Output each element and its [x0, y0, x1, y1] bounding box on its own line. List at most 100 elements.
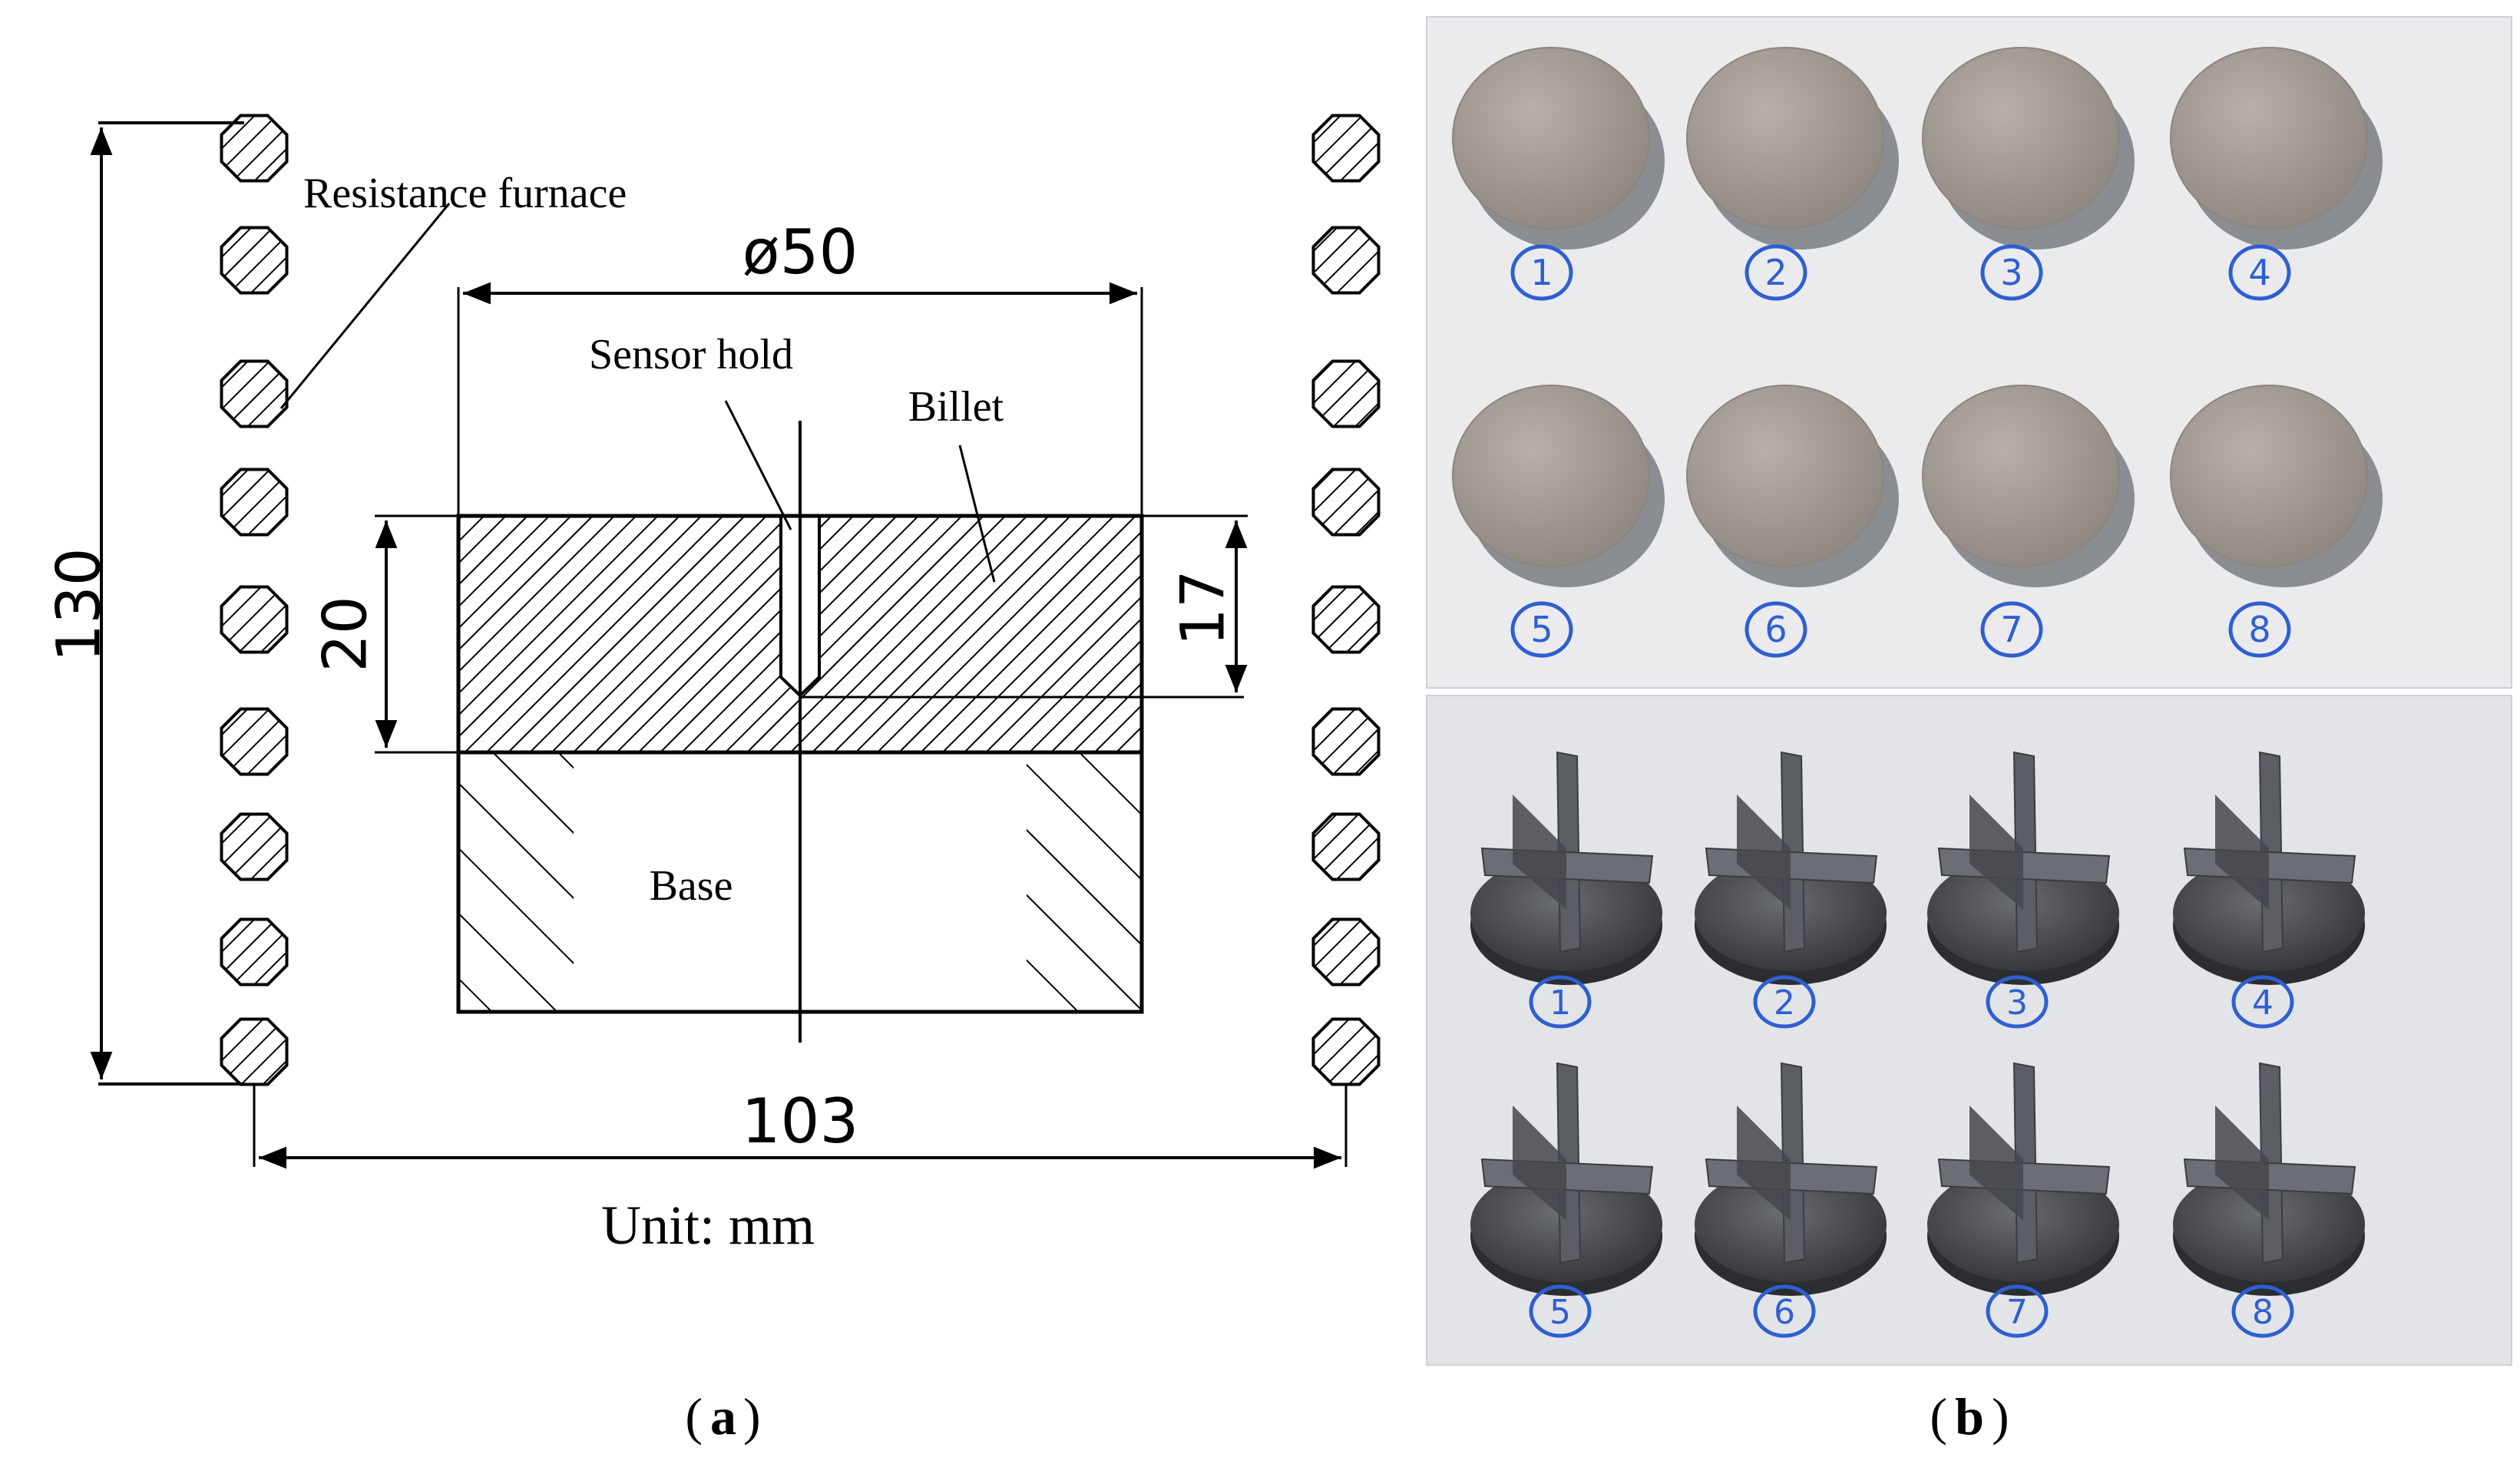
- joint-fin-shadow: [1969, 1106, 2023, 1221]
- unit-label: Unit: mm: [601, 1195, 815, 1256]
- furnace-coil-right-1: [1311, 114, 1381, 183]
- dimension-20: 20: [311, 514, 458, 754]
- furnace-coil-right-9: [1311, 1017, 1381, 1086]
- furnace-coil-right-5: [1311, 585, 1381, 654]
- billet-number-circle: [1744, 244, 1807, 301]
- joint-number-label: 2: [1774, 983, 1795, 1023]
- joint-fin-shadow: [2215, 795, 2269, 910]
- billet-number-circle: [2228, 601, 2291, 658]
- furnace-coil-left-3: [220, 359, 289, 428]
- furnace-coils-left: [220, 114, 289, 1086]
- svg-text:(: (: [685, 1387, 703, 1446]
- billet-number-circle: [1980, 601, 2043, 658]
- joint-number-circle: [1529, 1284, 1592, 1338]
- joint-fin-shadow: [1513, 795, 1566, 910]
- dimension-103-label: 103: [742, 1086, 859, 1157]
- joint-fin-shadow: [1513, 1106, 1566, 1221]
- joint-fin-shadow: [1737, 795, 1791, 910]
- furnace-coil-right-4: [1311, 468, 1381, 537]
- caption-a: ( a ): [685, 1387, 760, 1446]
- joint-number-circle: [1529, 975, 1592, 1029]
- billet-number-label: 8: [2248, 609, 2270, 650]
- furnace-coils-right: [1311, 114, 1381, 1086]
- svg-text:): ): [743, 1387, 761, 1446]
- dimension-130-label: 130: [45, 548, 114, 663]
- joint-fin-shadow: [2215, 1106, 2269, 1221]
- svg-text:): ): [1992, 1387, 2009, 1446]
- joint-number-circle: [1986, 975, 2049, 1029]
- billet-number-label: 6: [1764, 609, 1787, 650]
- billet-sample: [1452, 47, 1650, 230]
- billet-sample: [1452, 385, 1650, 567]
- billet-sample: [2170, 385, 2368, 567]
- base-label: Base: [650, 862, 733, 910]
- dimension-17: 17: [1142, 514, 1248, 692]
- furnace-coil-left-1: [220, 114, 289, 183]
- joint-fin-shadow: [1737, 1106, 1791, 1221]
- joint-number-circle: [2231, 1284, 2294, 1338]
- furnace-coil-left-4: [220, 468, 289, 537]
- billet-number-label: 4: [2248, 252, 2270, 293]
- panel-b-photographs: 1 2 3 4 5 6 7 8 1 2 3 4 5 6 7 8 ( b ): [1426, 16, 2512, 1446]
- joint-number-label: 1: [1549, 983, 1571, 1023]
- joint-number-label: 4: [2252, 983, 2274, 1023]
- billet-number-label: 2: [1764, 252, 1787, 293]
- furnace-coil-left-7: [220, 812, 289, 881]
- sensor-hold-label: Sensor hold: [589, 331, 793, 378]
- joint-number-label: 7: [2006, 1293, 2028, 1332]
- billet-number-circle: [1744, 601, 1807, 658]
- svg-text:(: (: [1930, 1387, 1947, 1446]
- furnace-leader-line: [279, 203, 451, 409]
- furnace-coil-left-5: [220, 585, 289, 654]
- billet-leader: [958, 445, 996, 583]
- billet-number-label: 3: [2000, 252, 2022, 293]
- billet-number-circle: [1980, 244, 2043, 301]
- dimension-103: 103: [253, 1084, 1348, 1169]
- furnace-coil-left-9: [220, 1017, 289, 1086]
- sensor-hold-leader: [724, 400, 792, 530]
- furnace-coil-left-6: [220, 707, 289, 776]
- billet-sample: [1922, 385, 2120, 567]
- joint-number-label: 8: [2252, 1293, 2274, 1332]
- joint-number-circle: [1986, 1284, 2049, 1338]
- dimension-130: 130: [45, 121, 244, 1086]
- joint-number-circle: [1753, 1284, 1816, 1338]
- photo-joints: 1 2 3 4 5 6 7 8: [1426, 695, 2512, 1366]
- caption-a-letter: a: [710, 1387, 736, 1446]
- joint-number-circle: [1753, 975, 1816, 1029]
- billet-number-circle: [2228, 244, 2291, 301]
- joint-number-label: 6: [1774, 1293, 1795, 1332]
- joint-number-circle: [2231, 975, 2294, 1029]
- panel-a-schematic: 130 Resistance furnace ø50 Sens: [45, 114, 1381, 1446]
- furnace-coil-right-8: [1311, 917, 1381, 987]
- joint-fin-shadow: [1969, 795, 2023, 910]
- dimension-diameter: ø50: [457, 216, 1143, 516]
- joint-number-label: 5: [1549, 1293, 1571, 1332]
- furnace-coil-right-2: [1311, 226, 1381, 295]
- billet-label: Billet: [908, 383, 1004, 431]
- caption-b: ( b ): [1930, 1387, 2009, 1446]
- billet-sample: [1922, 47, 2120, 230]
- furnace-coil-left-8: [220, 917, 289, 987]
- dimension-20-label: 20: [311, 596, 380, 672]
- billet-number-label: 1: [1530, 252, 1553, 293]
- base-section: [456, 750, 1144, 1014]
- billet-sample: [1686, 47, 1884, 230]
- furnace-coil-right-3: [1311, 359, 1381, 428]
- joint-number-label: 3: [2006, 983, 2028, 1023]
- furnace-coil-right-6: [1311, 707, 1381, 776]
- resistance-furnace-label: Resistance furnace: [303, 170, 627, 217]
- billet-sample: [2170, 47, 2368, 230]
- dimension-17-label: 17: [1169, 570, 1238, 646]
- billet-number-circle: [1510, 244, 1573, 301]
- billet-sample: [1686, 385, 1884, 567]
- furnace-coil-right-7: [1311, 812, 1381, 881]
- furnace-coil-left-2: [220, 226, 289, 295]
- photo-billets: 1 2 3 4 5 6 7 8: [1426, 16, 2512, 689]
- caption-b-letter: b: [1955, 1387, 1984, 1446]
- billet-number-circle: [1510, 601, 1573, 658]
- billet-number-label: 7: [2000, 609, 2022, 650]
- dimension-diameter-label: ø50: [742, 216, 858, 288]
- billet-number-label: 5: [1530, 609, 1553, 650]
